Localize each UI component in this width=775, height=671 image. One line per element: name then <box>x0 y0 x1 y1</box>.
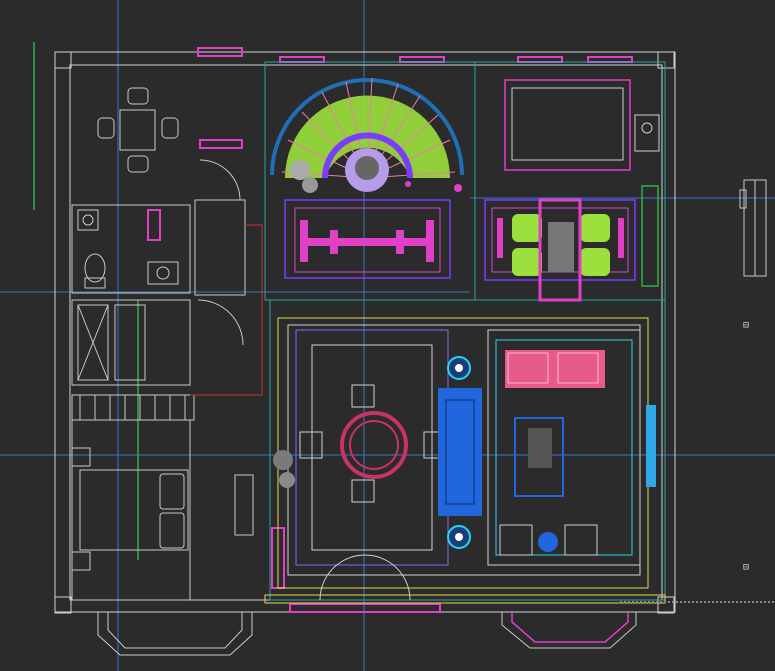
red-guide-lines <box>190 224 263 396</box>
bottom-wall-strip <box>264 594 775 604</box>
dining-table-icon <box>97 87 179 173</box>
shower-area <box>77 304 146 381</box>
spiral-staircase-icon <box>270 77 464 193</box>
bay-window-magenta <box>511 612 629 643</box>
living-table <box>299 384 447 503</box>
central-rooms <box>264 61 666 601</box>
bed-icon <box>71 447 254 571</box>
double-door <box>319 554 411 601</box>
pink-cabinet <box>505 350 605 388</box>
sofa-icon <box>438 356 482 549</box>
left-rooms <box>71 159 246 601</box>
round-table-icon <box>484 198 636 302</box>
bay-windows <box>97 612 637 656</box>
tv-icon <box>504 79 660 287</box>
desk-furniture <box>499 417 598 556</box>
toilet-icon <box>84 253 106 289</box>
bench-furniture <box>284 199 451 279</box>
grid-marker-a[interactable]: ⊟ <box>743 320 750 331</box>
cyan-strip <box>646 405 656 487</box>
window-markers <box>147 47 633 613</box>
elevation-fragment <box>739 179 767 277</box>
washbasin-icon <box>77 209 179 285</box>
plant-decor <box>273 450 295 488</box>
grid-marker-b[interactable]: ⊟ <box>743 562 750 573</box>
